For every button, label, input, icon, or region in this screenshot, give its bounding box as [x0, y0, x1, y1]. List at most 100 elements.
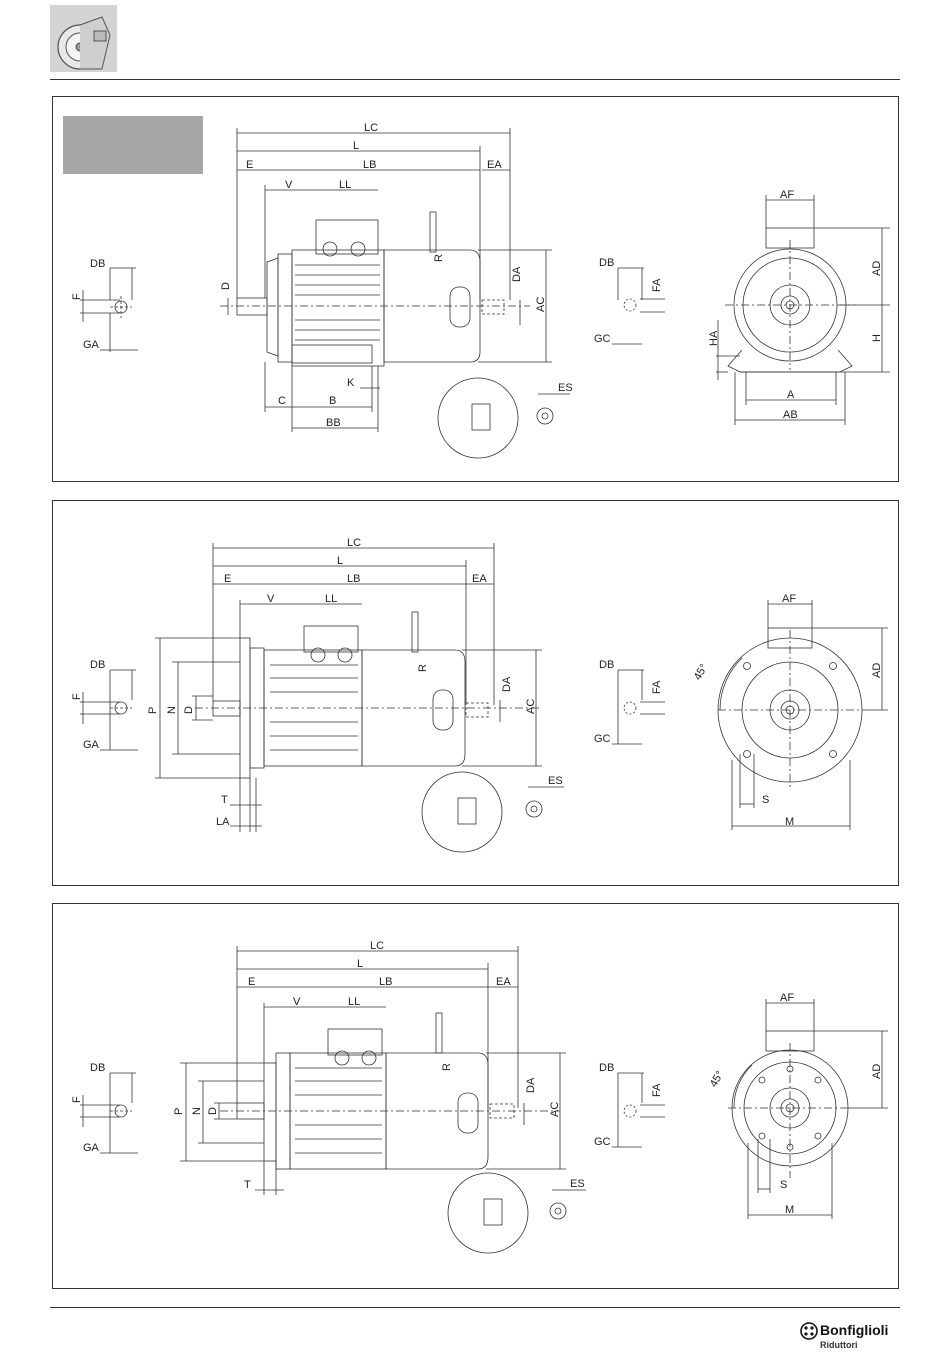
label-ea: EA [496, 976, 511, 988]
label-af: AF [780, 189, 794, 201]
label-da: DA [501, 676, 513, 692]
label-es: ES [570, 1178, 585, 1190]
label-k: K [347, 377, 355, 389]
label-es: ES [558, 382, 573, 394]
label-gc: GC [594, 1136, 611, 1148]
label-gc: GC [594, 333, 611, 345]
label-angle: 45° [692, 662, 711, 682]
label-ll: LL [325, 593, 337, 605]
label-n: N [191, 1107, 203, 1115]
label-n: N [166, 706, 178, 714]
label-lc: LC [364, 122, 378, 134]
label-ha: HA [708, 330, 720, 346]
stator-finned-body [292, 250, 384, 366]
label-r: R [417, 664, 429, 672]
terminal-box [316, 220, 378, 254]
label-f: F [71, 693, 83, 700]
label-angle: 45° [708, 1069, 727, 1089]
rain-cover [430, 212, 436, 252]
label-lc: LC [347, 537, 361, 549]
label-ea: EA [487, 159, 502, 171]
diagram-flange-b5: DB F GA LC L E LB EA V LL P N D R DA AC … [0, 500, 950, 890]
label-f: F [71, 1096, 83, 1103]
label-ac: AC [525, 699, 537, 714]
label-p: P [147, 707, 159, 714]
label-ad: AD [871, 663, 883, 678]
terminal-box [304, 626, 358, 652]
label-b: B [329, 395, 336, 407]
label-rear-db: DB [599, 659, 614, 671]
label-v: V [285, 179, 293, 191]
label-lc: LC [370, 940, 384, 952]
label-c: C [278, 395, 286, 407]
label-da: DA [511, 266, 523, 282]
label-fa: FA [651, 1083, 663, 1097]
detail-circle [422, 772, 502, 852]
terminal-box [328, 1029, 382, 1055]
bonfiglioli-logo-icon [800, 1322, 818, 1340]
output-shaft [213, 701, 240, 716]
label-ga: GA [83, 1142, 100, 1154]
label-db: DB [90, 258, 105, 270]
label-l: L [357, 958, 363, 970]
label-bb: BB [326, 417, 341, 429]
label-es: ES [548, 775, 563, 787]
label-af: AF [780, 992, 794, 1004]
label-l: L [337, 555, 343, 567]
label-f: F [71, 293, 83, 300]
label-lb: LB [363, 159, 376, 171]
label-r: R [441, 1063, 453, 1071]
label-ll: LL [339, 179, 351, 191]
label-lb: LB [379, 976, 392, 988]
label-ga: GA [83, 339, 100, 351]
label-p: P [173, 1108, 185, 1115]
label-lb: LB [347, 573, 360, 585]
flange-plate [264, 1063, 276, 1161]
label-db: DB [90, 1062, 105, 1074]
label-a: A [787, 389, 795, 401]
brand-sub: Riduttori [820, 1340, 858, 1350]
label-ll: LL [348, 996, 360, 1008]
label-la: LA [216, 816, 230, 828]
brand-logo: Bonfiglioli Riduttori [800, 1322, 910, 1356]
output-shaft [237, 298, 267, 315]
label-ad: AD [871, 1064, 883, 1079]
label-ad: AD [871, 261, 883, 276]
detail-circle [448, 1173, 528, 1253]
label-t: T [221, 794, 228, 806]
label-ga: GA [83, 739, 100, 751]
label-ea: EA [472, 573, 487, 585]
foot [292, 345, 372, 363]
rear-shaft-slot [458, 1093, 478, 1133]
label-af: AF [782, 593, 796, 605]
brand-name: Bonfiglioli [820, 1322, 888, 1338]
label-e: E [246, 159, 253, 171]
label-d: D [220, 282, 232, 290]
label-gc: GC [594, 733, 611, 745]
label-db: DB [90, 659, 105, 671]
label-da: DA [525, 1077, 537, 1093]
label-fa: FA [651, 278, 663, 292]
label-m: M [785, 816, 794, 828]
end-shield-front [267, 258, 278, 356]
label-e: E [248, 976, 255, 988]
rear-shaft-slot [433, 690, 453, 730]
diagram-flange-b14: DB F GA LC L E LB EA V LL P N D R DA AC … [0, 903, 950, 1293]
rear-shaft-ext [482, 300, 504, 314]
diagram-foot-mounted: DB F GA LC L E LB EA V LL D R DA AC C B … [0, 0, 950, 500]
label-rear-db: DB [599, 257, 614, 269]
label-s: S [780, 1179, 787, 1191]
label-ab: AB [783, 409, 798, 421]
label-r: R [433, 254, 445, 262]
detail-circle [438, 378, 518, 458]
label-rear-db: DB [599, 1062, 614, 1074]
label-m: M [785, 1204, 794, 1216]
label-s: S [762, 794, 769, 806]
label-v: V [267, 593, 275, 605]
label-v: V [293, 996, 301, 1008]
label-ac: AC [549, 1102, 561, 1117]
label-t: T [244, 1179, 251, 1191]
label-e: E [224, 573, 231, 585]
label-ac: AC [535, 297, 547, 312]
label-l: L [353, 140, 359, 152]
